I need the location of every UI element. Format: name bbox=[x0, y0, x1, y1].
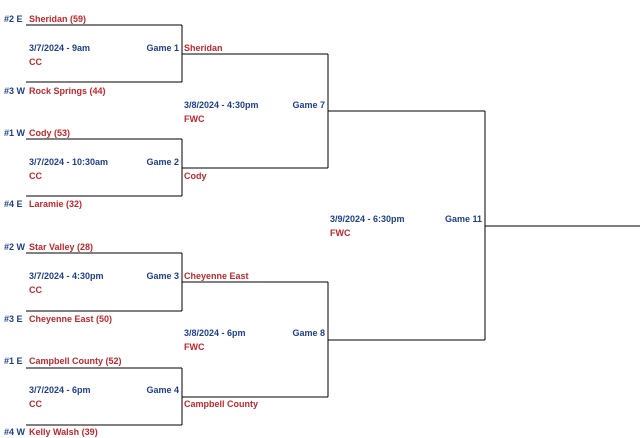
game-datetime: 3/7/2024 - 9am bbox=[29, 43, 91, 53]
game-number: Game 2 bbox=[146, 157, 179, 167]
team-name: Rock Springs (44) bbox=[29, 86, 106, 96]
advancing-team: Campbell County bbox=[184, 399, 259, 409]
team-name: Campbell County (52) bbox=[29, 356, 122, 366]
game-datetime: 3/8/2024 - 6pm bbox=[184, 328, 246, 338]
game-venue: FWC bbox=[184, 114, 205, 124]
seed-label: #2 W bbox=[4, 242, 26, 252]
seed-label: #2 E bbox=[4, 14, 23, 24]
game-number: Game 7 bbox=[292, 100, 325, 110]
game-number: Game 1 bbox=[146, 43, 179, 53]
advancing-team: Sheridan bbox=[184, 43, 223, 53]
game-number: Game 3 bbox=[146, 271, 179, 281]
seed-label: #3 E bbox=[4, 314, 23, 324]
game-venue: CC bbox=[29, 399, 42, 409]
advancing-team: Cody bbox=[184, 171, 207, 181]
game-datetime: 3/7/2024 - 4:30pm bbox=[29, 271, 104, 281]
game-number: Game 8 bbox=[292, 328, 325, 338]
game-datetime: 3/7/2024 - 10:30am bbox=[29, 157, 109, 167]
game-venue: CC bbox=[29, 171, 42, 181]
seed-label: #4 W bbox=[4, 427, 26, 437]
game-venue: CC bbox=[29, 285, 42, 295]
team-name: Star Valley (28) bbox=[29, 242, 94, 252]
team-name: Cody (53) bbox=[29, 128, 71, 138]
seed-label: #4 E bbox=[4, 199, 23, 209]
game-datetime: 3/7/2024 - 6pm bbox=[29, 385, 91, 395]
game-venue: FWC bbox=[184, 342, 205, 352]
team-name: Cheyenne East (50) bbox=[29, 314, 113, 324]
game-datetime: 3/8/2024 - 4:30pm bbox=[184, 100, 259, 110]
team-name: Laramie (32) bbox=[29, 199, 83, 209]
game-venue: CC bbox=[29, 57, 42, 67]
team-name: Kelly Walsh (39) bbox=[29, 427, 98, 437]
game-number: Game 11 bbox=[444, 214, 482, 224]
team-name: Sheridan (59) bbox=[29, 14, 87, 24]
seed-label: #1 W bbox=[4, 128, 26, 138]
advancing-team: Cheyenne East bbox=[184, 271, 249, 281]
game-number: Game 4 bbox=[146, 385, 179, 395]
game-venue: FWC bbox=[330, 228, 351, 238]
game-datetime: 3/9/2024 - 6:30pm bbox=[330, 214, 405, 224]
seed-label: #3 W bbox=[4, 86, 26, 96]
seed-label: #1 E bbox=[4, 356, 23, 366]
